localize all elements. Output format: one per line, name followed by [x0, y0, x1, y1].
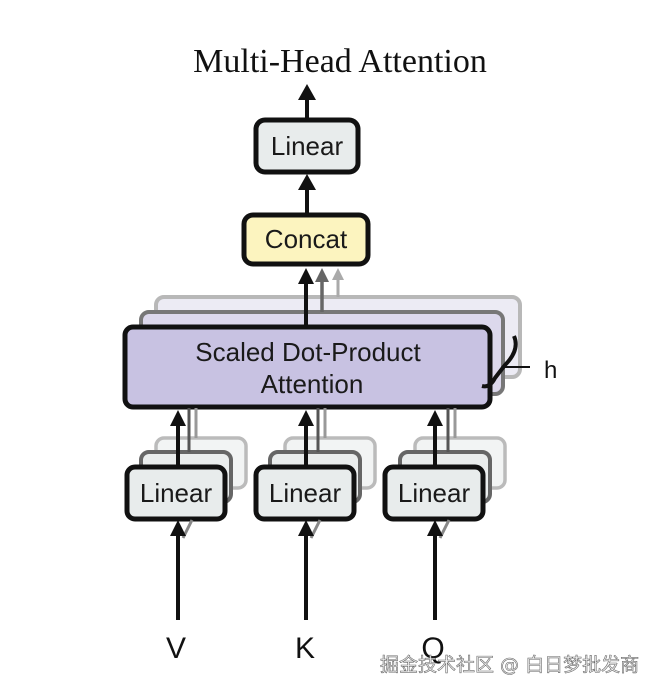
heads-count-label: h: [544, 357, 557, 384]
heads-brace-icon: h: [481, 335, 557, 389]
input-k-label: K: [295, 632, 315, 665]
attention-label-line1: Scaled Dot-Product: [195, 337, 421, 367]
input-q-label: Q: [421, 632, 444, 665]
output-arrow: [298, 84, 316, 118]
linear-q-label: Linear: [398, 478, 471, 508]
input-column-k: Linear K: [253, 408, 377, 665]
input-column-q: Linear Q: [382, 408, 507, 665]
attention-label-line2: Attention: [261, 369, 364, 399]
concat-block: Concat: [241, 212, 371, 267]
linear-v-label: Linear: [140, 478, 213, 508]
concat-to-linear-arrow: [298, 174, 316, 214]
attention-to-concat-arrow: [298, 268, 314, 326]
linear-k-label: Linear: [269, 478, 342, 508]
concat-label: Concat: [265, 224, 348, 254]
input-column-v: Linear V: [124, 408, 248, 665]
head-output-arrows: [315, 268, 344, 312]
output-linear-label: Linear: [271, 131, 344, 161]
diagram-title: Multi-Head Attention: [193, 43, 487, 80]
scaled-dot-product-attention-block: Scaled Dot-Product Attention: [122, 324, 493, 410]
input-v-label: V: [166, 632, 186, 665]
output-linear-block: Linear: [253, 117, 361, 175]
watermark: 掘金技术社区 @ 白日梦批发商: [380, 654, 639, 676]
